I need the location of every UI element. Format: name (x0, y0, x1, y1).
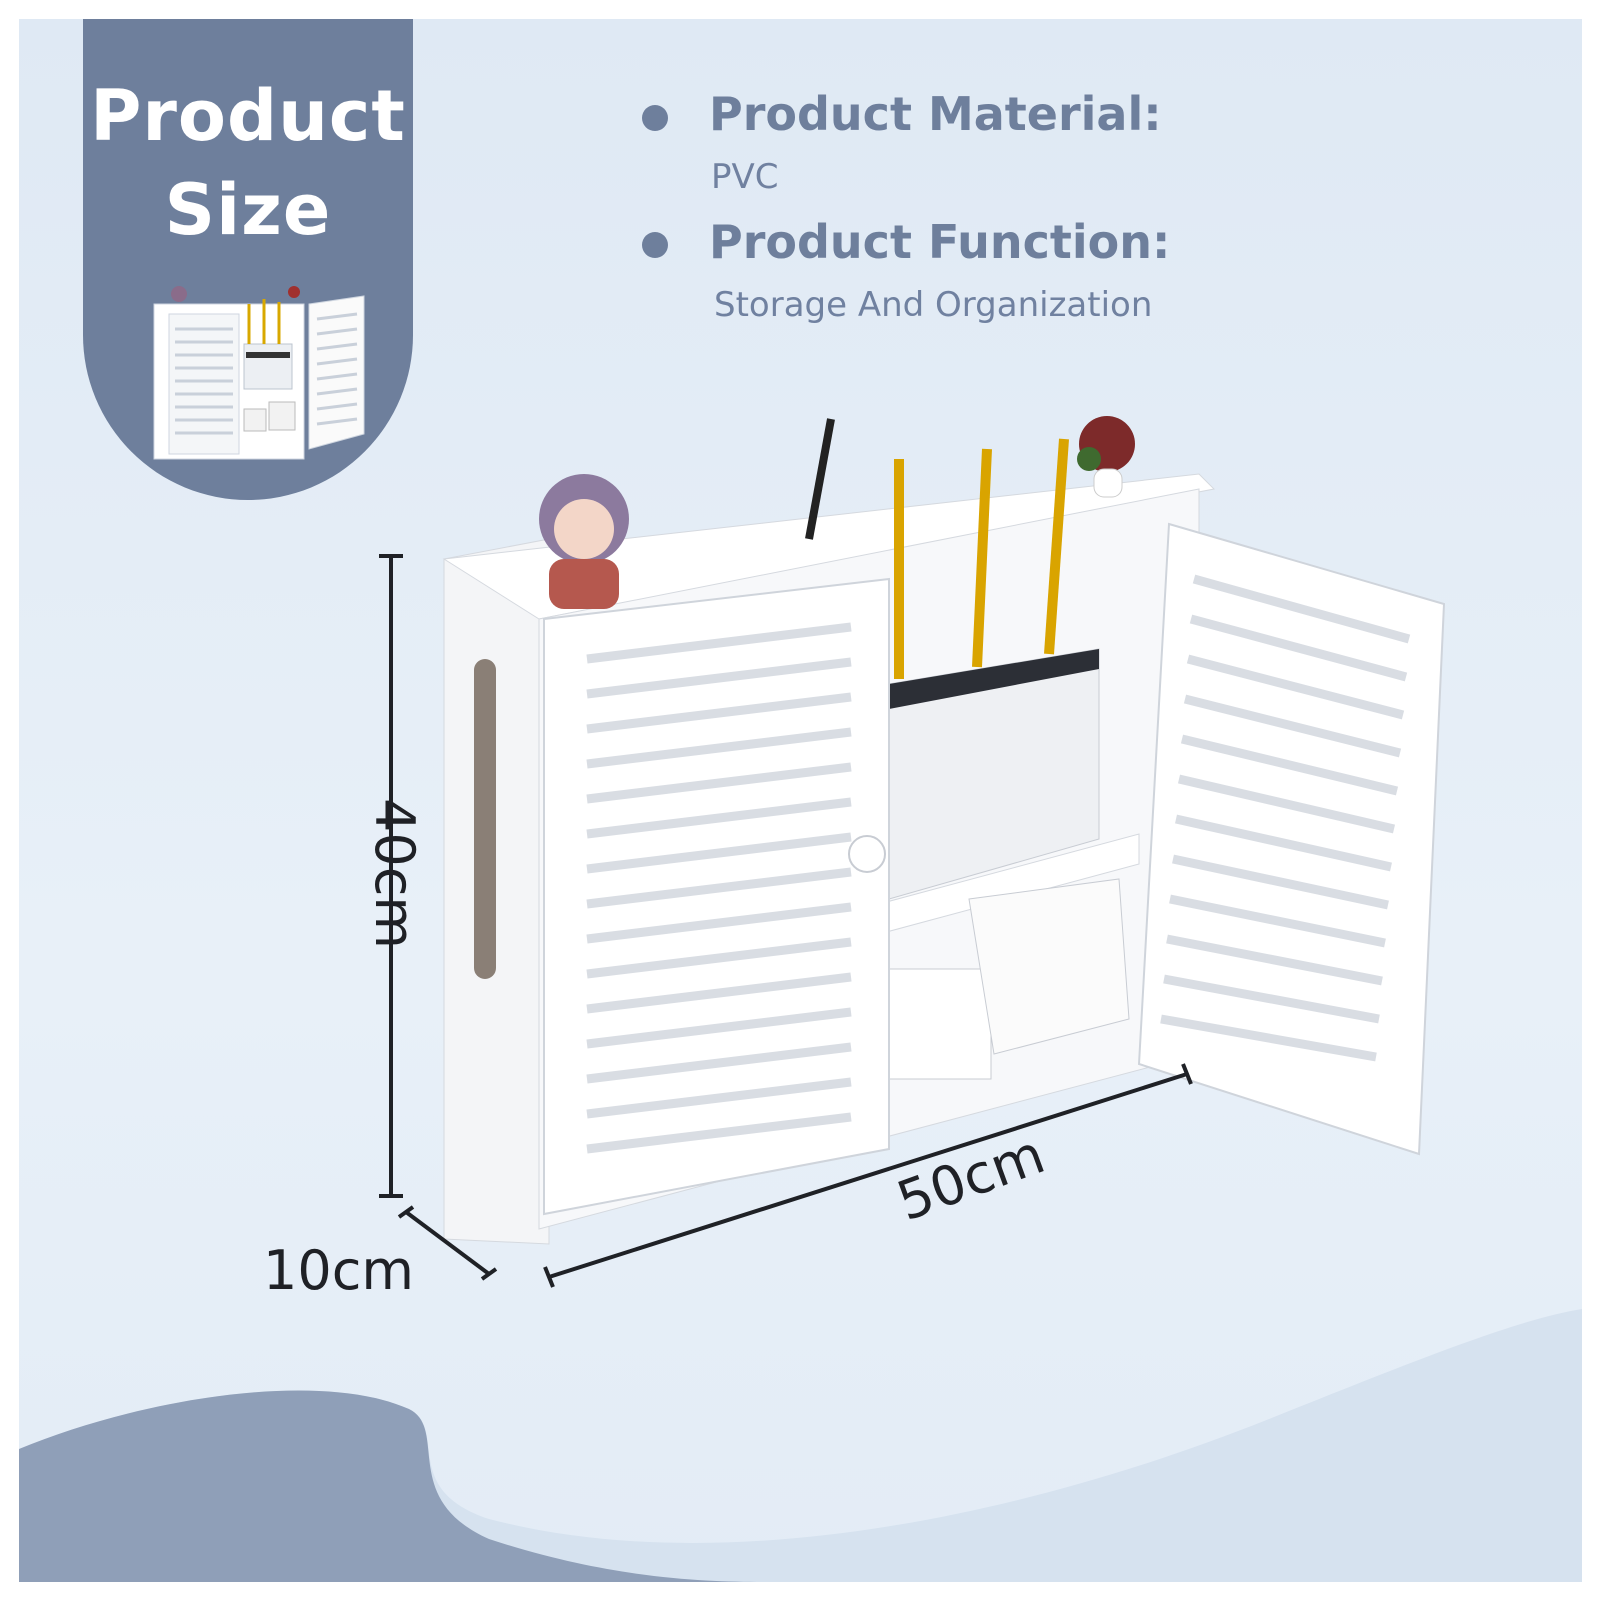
spec-material-heading: Product Material: (709, 87, 1162, 141)
spec-material-value: PVC (711, 157, 779, 197)
spec-function-value: Storage And Organization (714, 285, 1153, 325)
dimension-height-label: 40cm (363, 797, 427, 950)
dimension-depth-label: 10cm (263, 1239, 415, 1302)
bullet-icon (642, 105, 668, 131)
bullet-icon (642, 232, 668, 258)
background-wave (19, 1309, 1582, 1582)
cabinet-thumbnail (153, 286, 365, 460)
badge-title-line1: Product (90, 75, 406, 157)
spec-function-heading: Product Function: (709, 215, 1171, 269)
cabinet-illustration (379, 416, 1446, 1288)
badge-title-line2: Size (164, 169, 332, 251)
product-image: Product Size Product Material: (19, 19, 1582, 1582)
